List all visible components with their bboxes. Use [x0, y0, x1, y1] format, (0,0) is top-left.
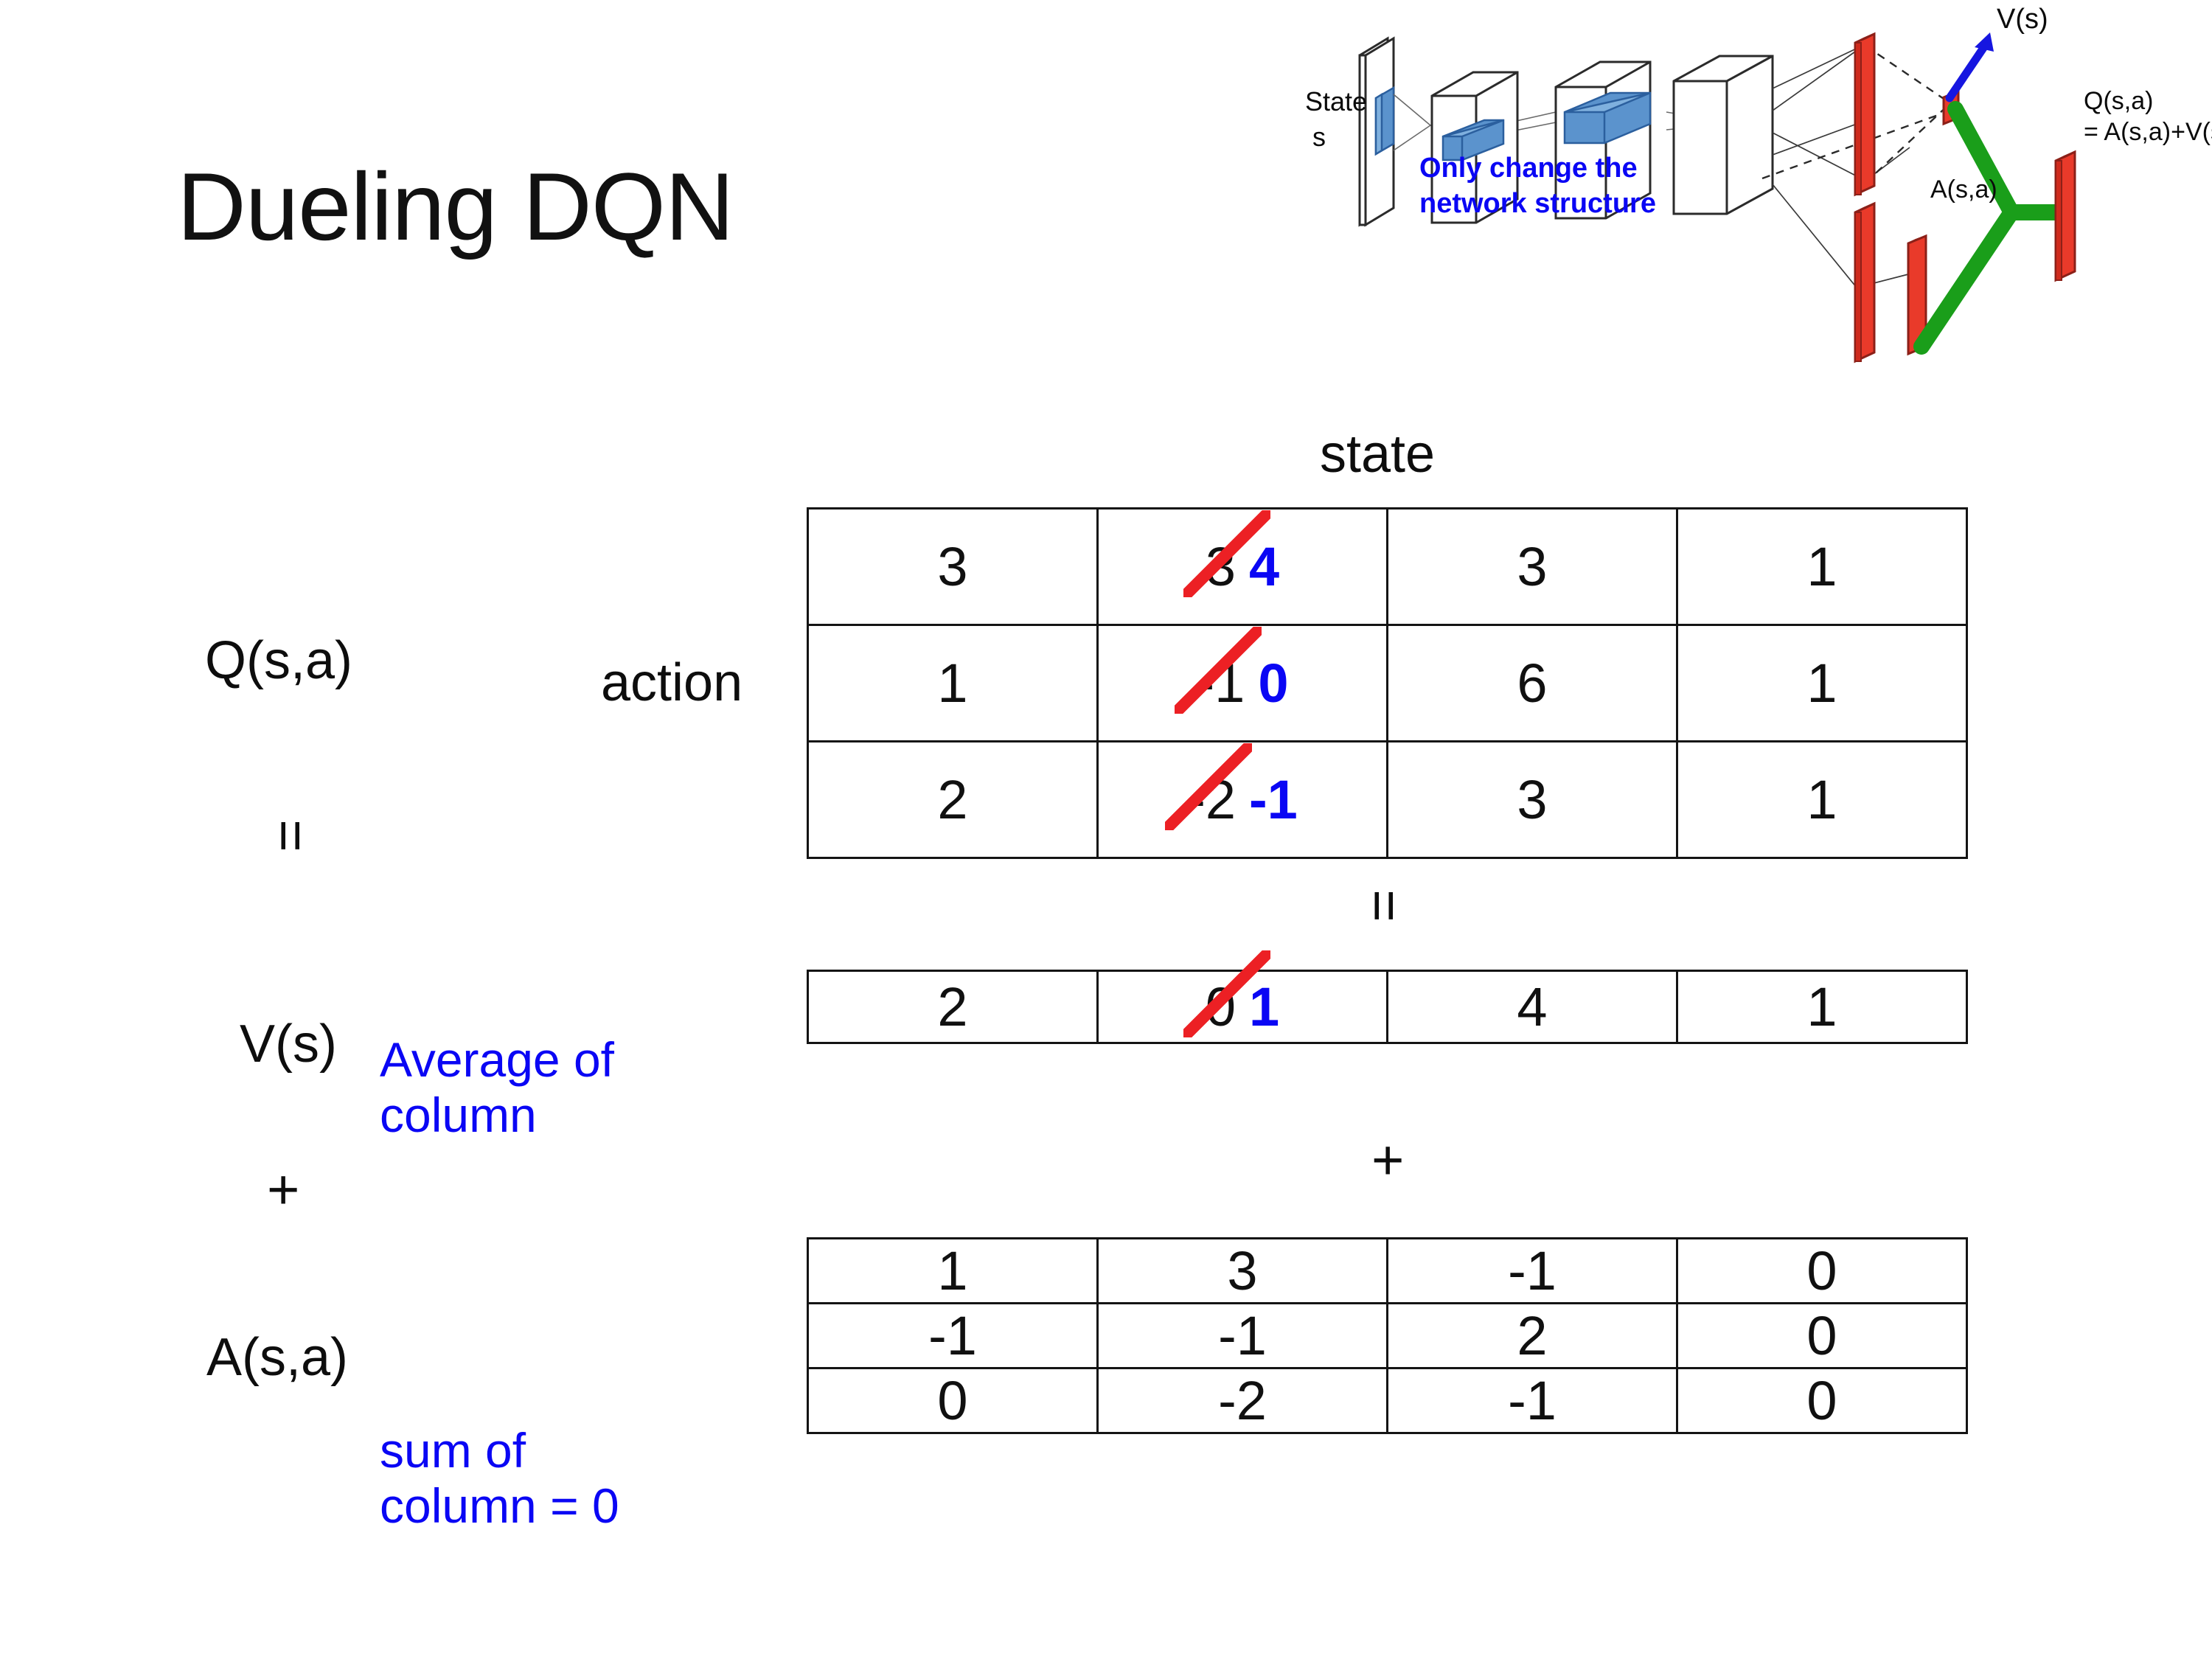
state-label-line2: s — [1312, 122, 1326, 152]
table-cell: -1 — [1096, 1302, 1388, 1369]
replacement-value: 1 — [1249, 976, 1280, 1037]
table-cell: -1 — [1386, 1367, 1678, 1434]
struck-out-value: -1 — [1174, 627, 1262, 714]
table-cell: 0 — [1676, 1367, 1968, 1434]
state-axis-label: state — [1320, 425, 1436, 484]
replacement-value: 4 — [1249, 536, 1280, 597]
average-note-line1: Average of — [380, 1032, 615, 1087]
struck-out-value: 0 — [1183, 950, 1271, 1037]
action-axis-label: action — [601, 653, 743, 712]
plus-symbol-left: + — [267, 1158, 300, 1221]
state-label-line1: State — [1305, 86, 1367, 116]
table-cell: 3 — [1096, 1237, 1388, 1304]
q-function-label: Q(s,a) — [205, 631, 353, 690]
table-cell: 2 — [807, 970, 1099, 1044]
table-cell: -1 — [807, 1302, 1099, 1369]
q-output-label-line2: = A(s,a)+V(s) — [2084, 118, 2212, 146]
equals-symbol-center: = — [1352, 889, 1416, 922]
diagram-note-line1: Only change the — [1419, 153, 1638, 184]
table-cell: 2 — [807, 740, 1099, 859]
table-cell: 3 — [1386, 740, 1678, 859]
table-cell: 1 — [1676, 740, 1968, 859]
replacement-value: 0 — [1258, 653, 1289, 714]
advantage-function-label: A(s,a) — [206, 1328, 349, 1387]
struck-out-value: -2 — [1165, 743, 1252, 830]
table-cell: 1 — [1676, 624, 1968, 742]
sum-note-line1: sum of — [380, 1423, 526, 1478]
table-cell: -1 — [1386, 1237, 1678, 1304]
q-output-label-line1: Q(s,a) — [2084, 87, 2153, 115]
table-cell: 3 — [807, 507, 1099, 626]
replacement-value: -1 — [1249, 769, 1298, 830]
average-note-line2: column — [380, 1087, 537, 1142]
table-cell: 1 — [1676, 970, 1968, 1044]
table-cell: 1 — [807, 624, 1099, 742]
struck-out-value: 3 — [1183, 510, 1271, 597]
equals-symbol-left: = — [259, 819, 322, 852]
table-cell: -2-1 — [1096, 740, 1388, 859]
sum-of-column-note: sum of column = 0 — [380, 1423, 793, 1533]
table-cell: 2 — [1386, 1302, 1678, 1369]
table-cell: 4 — [1386, 970, 1678, 1044]
table-cell: 1 — [807, 1237, 1099, 1304]
value-function-label: V(s) — [240, 1015, 337, 1074]
table-cell: 0 — [1676, 1237, 1968, 1304]
diagram-note-line2: network structure — [1419, 188, 1656, 219]
average-of-column-note: Average of column — [380, 1032, 763, 1142]
table-cell: -2 — [1096, 1367, 1388, 1434]
plus-symbol-center: + — [1371, 1129, 1405, 1192]
table-cell: 3 — [1386, 507, 1678, 626]
advantage-output-label: A(s,a) — [1930, 175, 1997, 204]
sum-note-line2: column = 0 — [380, 1478, 619, 1533]
table-cell: 1 — [1676, 507, 1968, 626]
page-title: Dueling DQN — [177, 153, 734, 260]
table-cell: 0 — [1676, 1302, 1968, 1369]
table-cell: 6 — [1386, 624, 1678, 742]
dueling-network-diagram: State s V(s) Q(s,a) = A(s,a)+V(s) A(s,a)… — [1084, 0, 2212, 413]
value-output-label: V(s) — [1997, 4, 2048, 35]
edited-value: -2-1 — [1165, 743, 1298, 831]
table-cell: 0 — [807, 1367, 1099, 1434]
